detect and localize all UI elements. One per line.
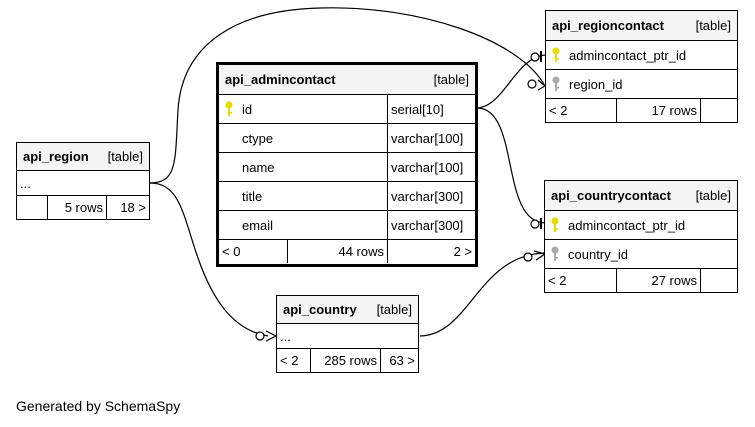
table-name: api_countrycontact	[551, 188, 671, 203]
children-link[interactable]: 18 >	[120, 200, 146, 215]
children-link[interactable]: 2 >	[453, 244, 472, 259]
table-row[interactable]: email varchar[300]	[219, 211, 475, 240]
column-type: varchar[300]	[391, 217, 464, 233]
parents-link[interactable]: < 0	[222, 244, 241, 259]
table-header: api_admincontact [table]	[219, 65, 475, 95]
column-name: admincontact_ptr_id	[568, 217, 686, 233]
table-footer: < 0 44 rows 2 >	[219, 240, 475, 263]
row-count: 27 rows	[651, 273, 697, 288]
table-row[interactable]: id serial[10]	[219, 95, 475, 124]
table-kind: [table]	[107, 149, 143, 164]
table-kind: [table]	[376, 302, 412, 317]
table-row[interactable]: admincontact_ptr_id	[545, 211, 737, 240]
table-row[interactable]: ...	[17, 171, 149, 196]
primary-key-icon	[549, 47, 563, 63]
table-name: api_admincontact	[225, 72, 336, 87]
column-name: country_id	[568, 246, 628, 262]
parents-link[interactable]: < 2	[548, 273, 567, 288]
column-name: name	[242, 159, 275, 175]
table-footer: < 2 27 rows	[545, 269, 737, 292]
table-api-country[interactable]: api_country [table] ... < 2 285 rows 63 …	[276, 295, 419, 373]
row-count: 285 rows	[324, 353, 377, 368]
table-row[interactable]: title varchar[300]	[219, 182, 475, 211]
link-end-crowfoot	[533, 250, 546, 261]
link-end-circle	[255, 331, 265, 341]
table-footer: 5 rows 18 >	[17, 196, 149, 219]
table-api-countrycontact[interactable]: api_countrycontact [table] admincontact_…	[544, 180, 738, 293]
column-name: id	[242, 101, 253, 117]
column-name: admincontact_ptr_id	[569, 47, 687, 63]
column-type: varchar[100]	[391, 159, 464, 175]
link-end-crowfoot	[265, 330, 277, 342]
table-header: api_region [table]	[17, 143, 149, 171]
table-row[interactable]: country_id	[545, 240, 737, 269]
column-name: title	[242, 188, 263, 204]
column-name: ctype	[242, 130, 274, 146]
primary-key-icon	[548, 217, 562, 233]
column-name: region_id	[569, 76, 623, 92]
link-region-to-country	[149, 182, 269, 337]
table-footer: < 2 285 rows 63 >	[277, 349, 418, 372]
generated-by-label: Generated by SchemaSpy	[16, 398, 181, 414]
table-row[interactable]: region_id	[546, 70, 737, 99]
table-footer: < 2 17 rows	[546, 99, 737, 122]
table-kind: [table]	[433, 72, 469, 87]
row-count: 17 rows	[651, 103, 697, 118]
table-name: api_country	[283, 302, 357, 317]
table-row[interactable]: admincontact_ptr_id	[546, 41, 737, 70]
table-kind: [table]	[695, 188, 731, 203]
link-end-circle	[530, 52, 540, 62]
children-link[interactable]: 63 >	[389, 353, 415, 368]
table-name: api_regioncontact	[552, 18, 664, 33]
row-count: 44 rows	[338, 244, 384, 259]
table-row[interactable]: ctype varchar[100]	[219, 124, 475, 153]
table-kind: [table]	[695, 18, 731, 33]
table-header: api_countrycontact [table]	[545, 181, 737, 211]
table-row[interactable]: name varchar[100]	[219, 153, 475, 182]
column-type: varchar[100]	[391, 130, 464, 146]
column-name: email	[242, 217, 274, 233]
table-api-regioncontact[interactable]: api_regioncontact [table] admincontact_p…	[545, 10, 738, 123]
column-type: varchar[300]	[391, 188, 464, 204]
link-end-circle	[530, 219, 540, 229]
table-api-admincontact[interactable]: api_admincontact [table] id serial[10] c…	[216, 62, 478, 267]
parents-link[interactable]: < 2	[549, 103, 568, 118]
column-name: ...	[20, 175, 31, 191]
link-end-circle	[527, 79, 537, 89]
link-region-to-regioncontact	[149, 7, 546, 184]
column-type: serial[10]	[391, 101, 444, 117]
link-admincontact-to-countrycontact	[477, 107, 546, 224]
link-end-circle	[523, 252, 533, 262]
column-name: ...	[280, 328, 291, 344]
table-api-region[interactable]: api_region [table] ... 5 rows 18 >	[16, 142, 150, 220]
table-name: api_region	[23, 149, 89, 164]
parents-link[interactable]: < 2	[280, 353, 299, 368]
table-row[interactable]: ...	[277, 324, 418, 349]
row-count: 5 rows	[64, 200, 103, 215]
foreign-key-icon	[548, 246, 562, 262]
foreign-key-icon	[549, 76, 563, 92]
table-header: api_country [table]	[277, 296, 418, 324]
primary-key-icon	[222, 101, 236, 117]
link-country-to-countrycontact	[419, 252, 546, 337]
link-end-crowfoot	[537, 79, 546, 91]
table-header: api_regioncontact [table]	[546, 11, 737, 41]
